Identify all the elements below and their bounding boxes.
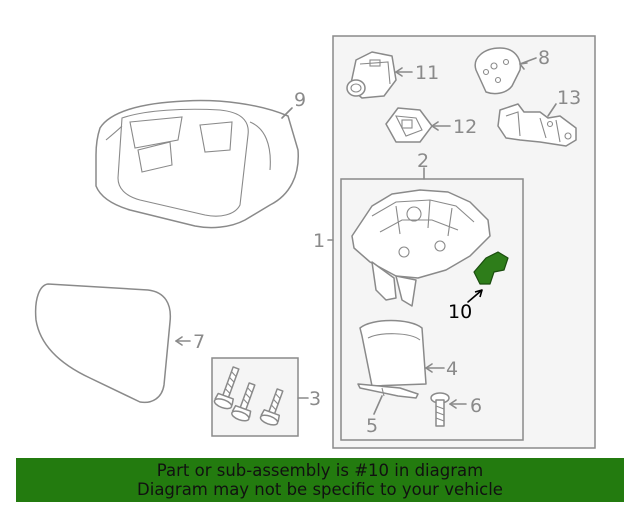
callout-7: 7 — [193, 331, 205, 353]
info-banner: Part or sub-assembly is #10 in diagram D… — [16, 458, 624, 502]
callout-3: 3 — [309, 388, 321, 410]
banner-line-1: Part or sub-assembly is #10 in diagram — [156, 461, 484, 480]
callout-5: 5 — [366, 415, 378, 437]
banner-background — [16, 458, 624, 502]
callout-6: 6 — [470, 395, 482, 417]
bolt-set-part — [213, 366, 284, 426]
callout-8: 8 — [538, 47, 550, 69]
cover-part — [359, 319, 427, 387]
highlighted-part-10[interactable] — [473, 251, 509, 285]
mirror-glass-part — [34, 283, 172, 404]
callout-1: 1 — [313, 230, 325, 252]
gasket-part — [357, 383, 419, 399]
callout-9: 9 — [294, 89, 306, 111]
callout-11: 11 — [415, 62, 439, 84]
callout-2: 2 — [417, 150, 429, 172]
callout-13: 13 — [557, 87, 581, 109]
callout-10: 10 — [448, 301, 472, 323]
banner-line-2: Diagram may not be specific to your vehi… — [137, 480, 503, 499]
bracket-part — [497, 103, 577, 147]
mirror-base-part — [351, 189, 491, 307]
callout-12: 12 — [453, 116, 477, 138]
mirror-housing-part — [95, 99, 299, 229]
plate-part — [474, 47, 522, 95]
screw-part — [430, 392, 450, 427]
callout-4: 4 — [446, 358, 458, 380]
camera-part — [346, 51, 397, 99]
